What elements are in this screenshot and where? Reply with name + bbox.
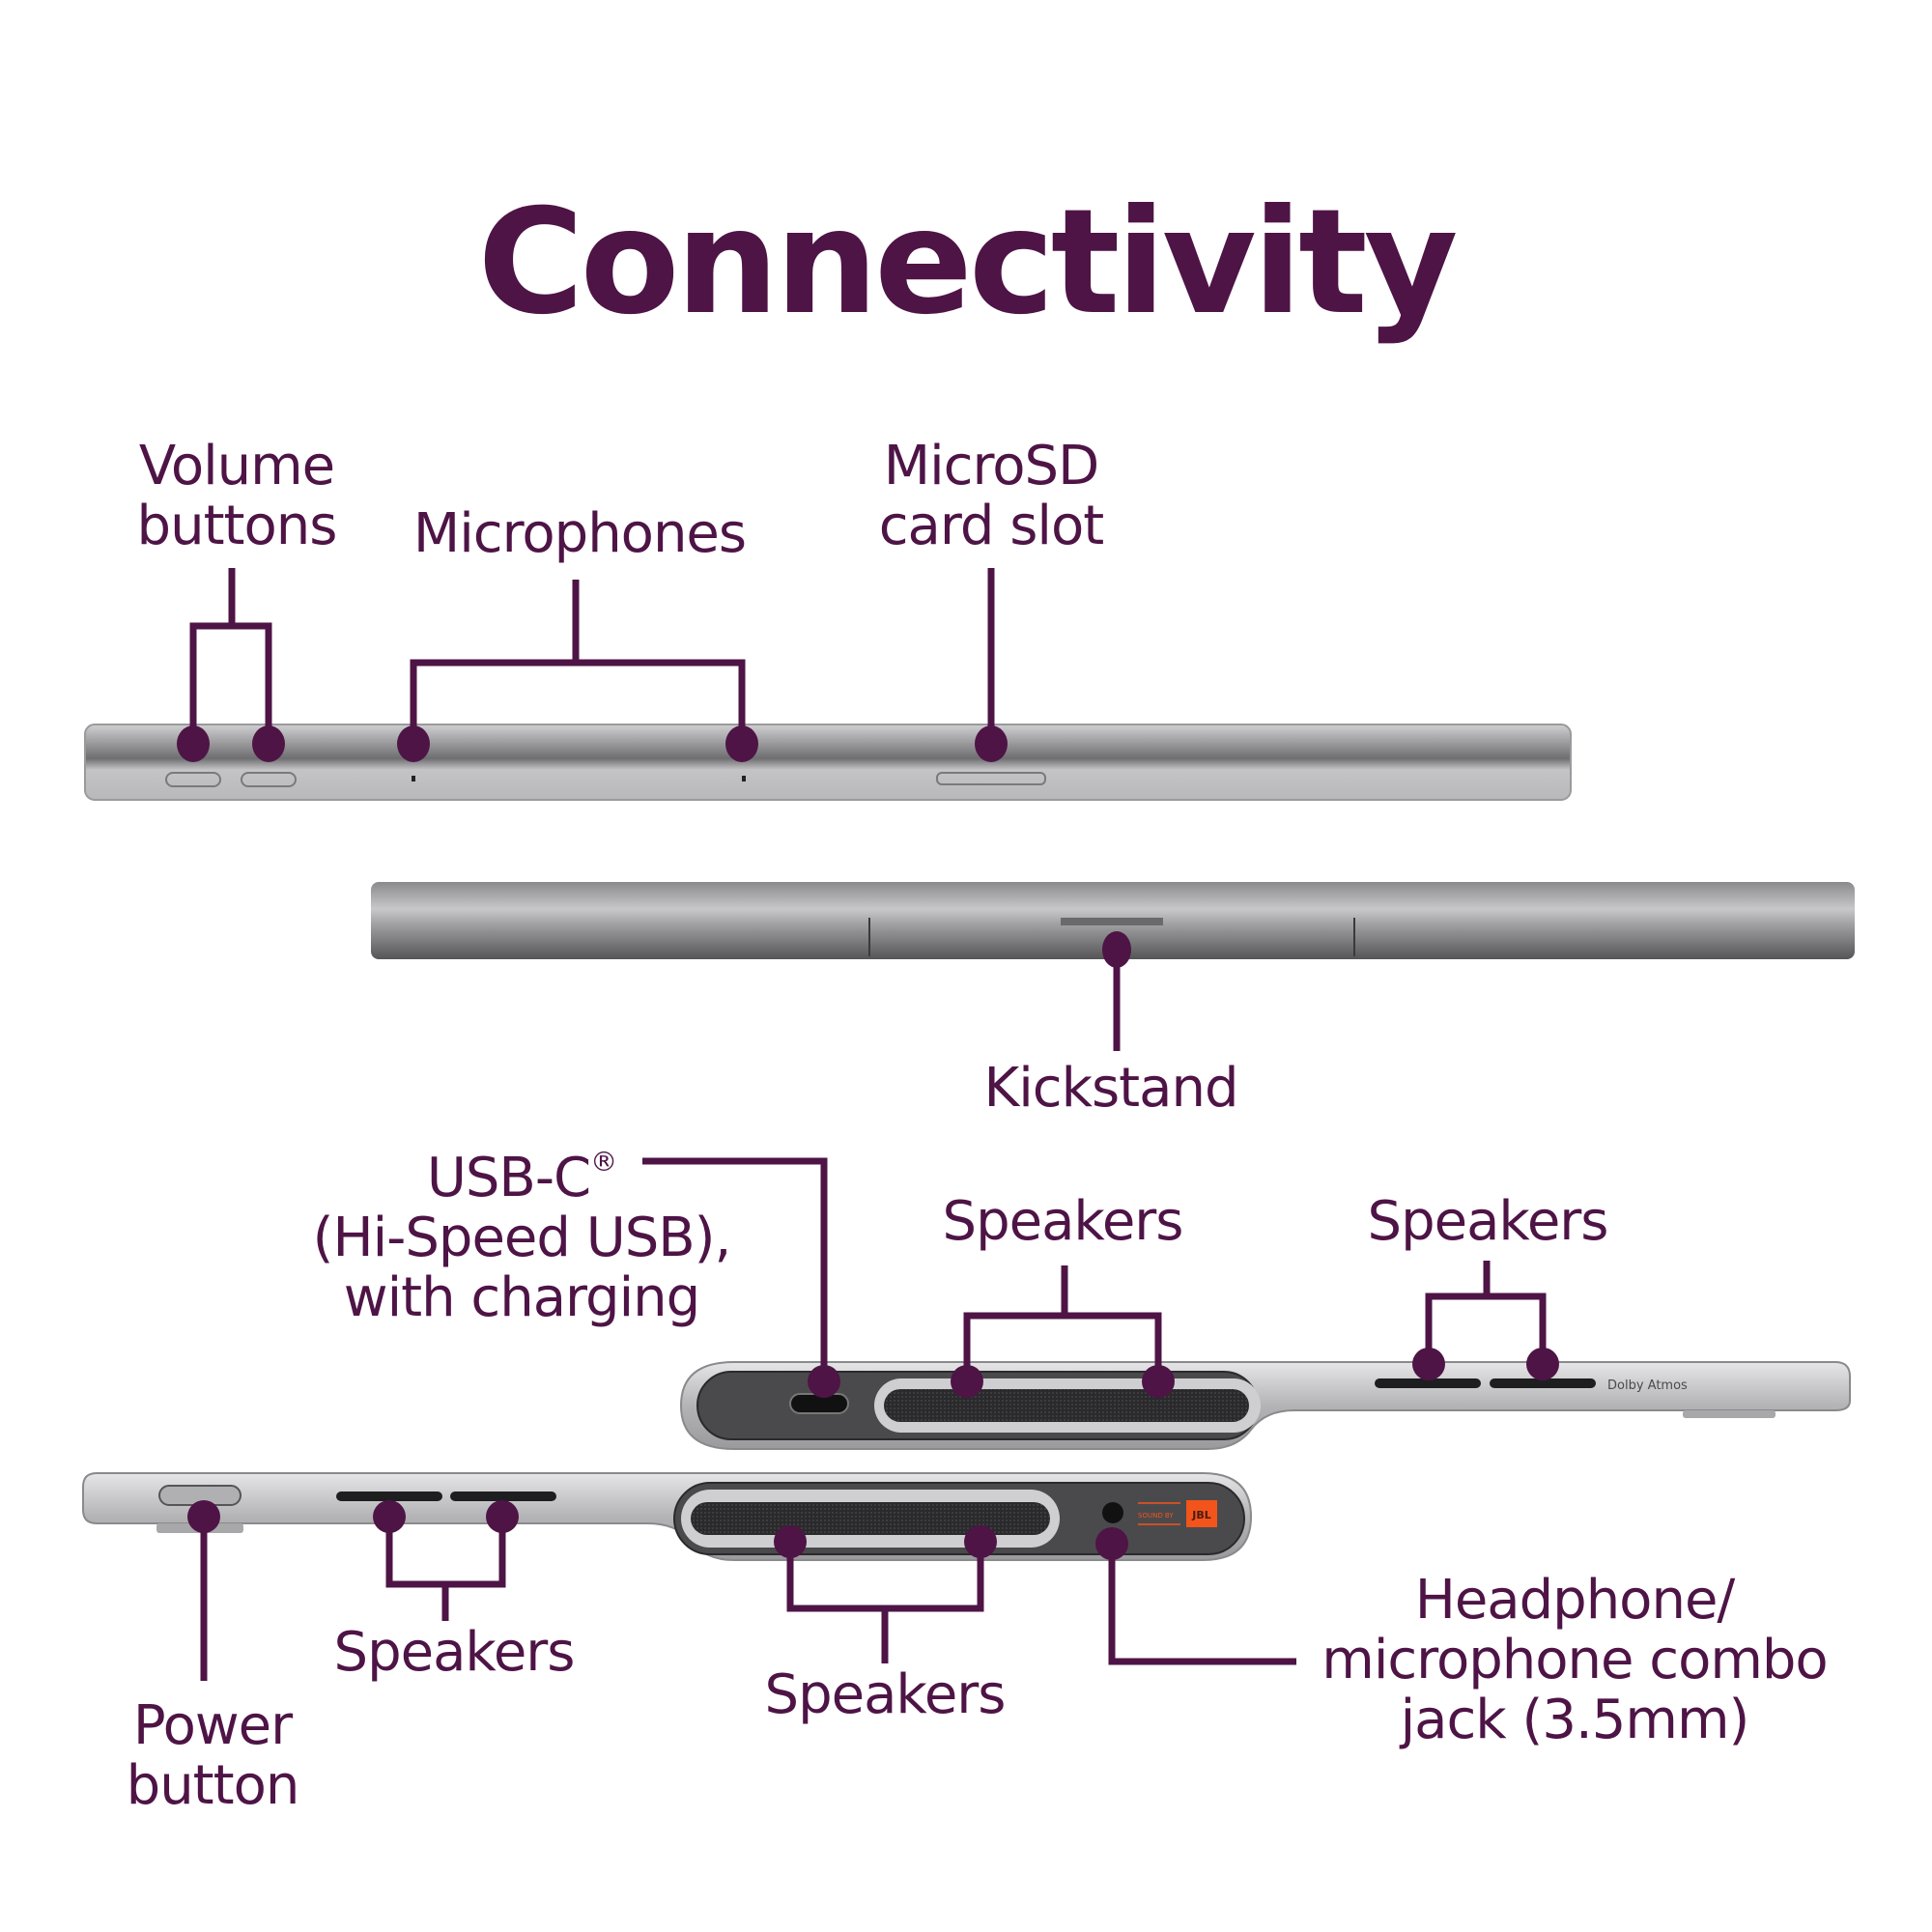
label-speakers-right-upper: Speakers [1352, 1192, 1623, 1252]
jbl-logo [1186, 1500, 1217, 1527]
label-line: jack (3.5mm) [1400, 1689, 1750, 1751]
device-top-edge [84, 724, 1572, 801]
label-speakers-center-upper: Speakers [927, 1192, 1198, 1252]
label-microsd: MicroSD card slot [856, 437, 1126, 556]
callout-leaders [189, 568, 1547, 1681]
label-line: Volume [138, 435, 335, 497]
label-line: microphone combo [1321, 1629, 1828, 1691]
svg-text:JBL: JBL [1191, 1509, 1211, 1521]
microphone-hole [742, 776, 746, 781]
label-line: Speakers [764, 1663, 1007, 1726]
label-usb-c: USB-C® (Hi-Speed USB), with charging [290, 1132, 753, 1328]
kickstand-notch [1061, 918, 1163, 925]
device-back-edge [371, 882, 1855, 959]
microsd-slot [936, 772, 1046, 785]
label-line: card slot [878, 495, 1104, 557]
label-speakers-center-lower: Speakers [750, 1665, 1020, 1725]
label-line: Kickstand [983, 1057, 1239, 1120]
sound-by-label: SOUND BY [1138, 1512, 1174, 1520]
headphone-jack [1102, 1502, 1123, 1523]
microphone-hole [412, 776, 415, 781]
callout-dot [373, 1500, 406, 1533]
label-line: (Hi-Speed USB), [312, 1207, 732, 1269]
label-line: MicroSD [883, 435, 1099, 497]
label-text: USB-C [426, 1147, 591, 1209]
volume-button-up [241, 772, 297, 787]
callout-dots [177, 725, 1559, 1560]
speaker-slot [1490, 1378, 1596, 1388]
callout-dot [187, 1500, 220, 1533]
callout-dot [725, 725, 758, 762]
callout-dot [177, 725, 210, 762]
speaker-grille [884, 1389, 1249, 1422]
volume-button-down [165, 772, 221, 787]
callout-dot [397, 725, 430, 762]
callout-dot [964, 1525, 997, 1558]
device-left-edge: SOUND BY JBL [82, 1472, 1253, 1561]
label-line: Headphone/ [1414, 1569, 1736, 1632]
callout-dot [1095, 1527, 1128, 1560]
device-right-edge: Dolby Atmos [679, 1361, 1851, 1450]
callout-dot [1412, 1348, 1445, 1380]
registered-mark: ® [590, 1146, 617, 1178]
callout-dot [1526, 1348, 1559, 1380]
callout-dot [252, 725, 285, 762]
callout-dot [975, 725, 1008, 762]
label-headphone-jack: Headphone/ microphone combo jack (3.5mm) [1304, 1571, 1845, 1750]
speaker-grille [691, 1502, 1050, 1535]
callout-dot [951, 1365, 983, 1398]
label-volume-buttons: Volume buttons [116, 437, 357, 556]
label-line: Speakers [1367, 1190, 1609, 1253]
label-microphones: Microphones [406, 504, 753, 564]
label-line: Power [132, 1694, 293, 1757]
label-power-button: Power button [97, 1696, 328, 1816]
callout-dot [486, 1500, 519, 1533]
label-line: with charging [343, 1266, 700, 1329]
callout-dot [1102, 931, 1131, 968]
label-line: buttons [136, 495, 338, 557]
label-kickstand: Kickstand [966, 1059, 1256, 1119]
label-line: Speakers [942, 1190, 1184, 1253]
speaker-slot [1375, 1378, 1481, 1388]
label-speakers-left-lower: Speakers [319, 1623, 589, 1683]
speaker-slot [336, 1492, 442, 1501]
speaker-slot [450, 1492, 556, 1501]
label-line: button [126, 1754, 300, 1817]
label-line: USB-C® [290, 1132, 753, 1208]
callout-dot [774, 1525, 807, 1558]
page-title: Connectivity [477, 179, 1458, 347]
callout-dot [808, 1365, 840, 1398]
label-line: Microphones [412, 502, 747, 565]
dolby-atmos-badge: Dolby Atmos [1607, 1378, 1688, 1393]
label-line: Speakers [333, 1621, 576, 1684]
callout-dot [1142, 1365, 1175, 1398]
